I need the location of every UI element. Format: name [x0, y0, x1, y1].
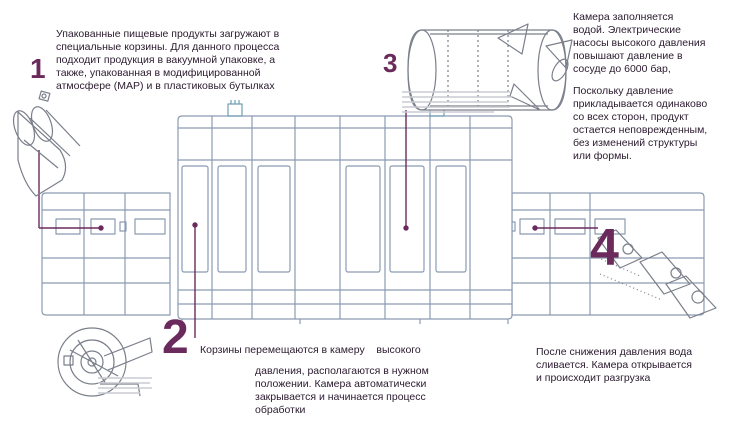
step-3-line: Камера заполняется: [573, 11, 674, 23]
step-2-description-first-line: Корзины перемещаются в камеру высокого: [200, 344, 421, 356]
step-1-line: атмосфере (MAP) и в пластиковых бутылках: [56, 80, 275, 92]
step-3-line: или формы.: [573, 150, 632, 162]
unloaded-packages-illustration: [593, 229, 717, 319]
step-3-line: водой. Электрические: [573, 24, 681, 36]
basket-insertion-illustration: [57, 327, 153, 397]
step-3-line: со всех сторон, продукт: [573, 111, 689, 123]
step-2-line: положении. Камера автоматически: [255, 378, 427, 390]
step-4-line: и происходит разгрузка: [536, 372, 651, 384]
step-3-line: насосы высокого давления: [573, 37, 706, 49]
step-1-line: также, упакованная в модифицированной: [56, 67, 261, 79]
step-1-description: Упакованные пищевые продукты загружают в…: [56, 28, 279, 93]
step-4-line: сливается. Камера открывается: [536, 359, 692, 371]
step-3-line: прикладывается одинаково: [573, 98, 708, 110]
step-3-spacer: [573, 76, 707, 85]
step-1-number: 1: [30, 53, 46, 84]
step-4-line: После снижения давления вода: [536, 346, 693, 358]
step-2-description: давления, располагаются в нужном положен…: [255, 365, 429, 417]
step-3-line: без изменений структуры: [573, 137, 698, 149]
step-2-number: 2: [162, 311, 189, 364]
basket-loading-illustration: [12, 90, 81, 197]
step-2-line: закрывается и начинается процесс: [255, 391, 426, 403]
pointer-lines: [38, 110, 598, 338]
step-3-description: Камера заполняется водой. Электрические …: [573, 11, 707, 163]
step-4-number: 4: [590, 219, 619, 277]
step-4-description: После снижения давления вода сливается. …: [536, 346, 692, 385]
step-1-line: подходит продукция в вакуумной упаковке,…: [56, 54, 276, 66]
step-2-line: обработки: [255, 404, 306, 416]
step-1-line: Упакованные пищевые продукты загружают в: [56, 28, 280, 40]
step-2-line: давления, располагаются в нужном: [255, 365, 429, 377]
step-3-line: остается неповрежденным,: [573, 124, 708, 136]
step-3-line: Поскольку давление: [573, 85, 674, 97]
step-3-number: 3: [383, 48, 398, 78]
step-3-line: повышают давление в: [573, 50, 683, 62]
step-1-line: специальные корзины. Для данного процесс…: [56, 41, 280, 53]
step-3-line: сосуде до 6000 бар,: [573, 63, 671, 75]
hpp-machine: [41, 100, 705, 324]
fine-print-block: [98, 91, 512, 394]
